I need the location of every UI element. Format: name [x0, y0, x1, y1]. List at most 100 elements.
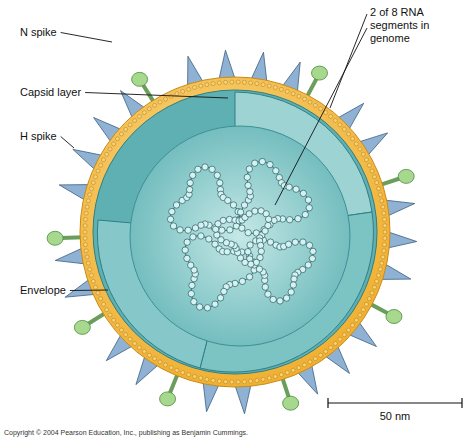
lipid-head: [181, 89, 185, 93]
lipid-head: [187, 87, 191, 91]
lipid-head: [291, 92, 295, 96]
envelope: [80, 77, 390, 387]
lipid-head: [137, 114, 141, 118]
lipid-head: [133, 119, 137, 123]
nucleoprotein-bead: [247, 188, 253, 194]
lipid-head: [380, 261, 384, 265]
nucleoprotein-bead: [286, 184, 292, 190]
lipid-head: [205, 83, 209, 87]
rna-strand: [239, 162, 309, 234]
lipid-head: [358, 313, 362, 317]
nucleoprotein-bead: [290, 282, 296, 288]
rna-strand: [171, 167, 240, 231]
lipid-head: [153, 357, 157, 361]
nucleoprotein-bead: [257, 242, 263, 248]
lipid-head: [88, 267, 92, 271]
nucleoprotein-bead: [185, 227, 191, 233]
lipid-head: [175, 92, 179, 96]
nucleoprotein-bead: [182, 247, 188, 253]
nucleoprotein-bead: [188, 290, 194, 296]
lipid-head: [354, 142, 358, 146]
lipid-head: [319, 353, 323, 357]
nucleoprotein-bead: [305, 262, 311, 268]
lipid-head: [94, 285, 98, 289]
lipid-head: [211, 378, 215, 382]
nucleoprotein-bead: [169, 208, 175, 214]
lipid-head: [358, 147, 362, 151]
rna-strand: [216, 211, 269, 265]
lipid-head: [84, 211, 88, 215]
nucleoprotein-bead: [186, 186, 192, 192]
part-label: Capsid layer: [20, 86, 81, 99]
lipid-head: [377, 187, 381, 191]
part-label: N spike: [20, 26, 57, 39]
nucleoprotein-bead: [190, 172, 196, 178]
lipid-head: [370, 169, 374, 173]
lipid-head: [147, 107, 151, 111]
lipid-head: [142, 111, 146, 115]
lipid-head: [128, 337, 132, 341]
nucleoprotein-bead: [267, 161, 273, 167]
lipid-bilayer: [83, 80, 387, 384]
lipid-head: [169, 366, 173, 370]
nucleoprotein-bead: [291, 276, 297, 282]
lipid-head: [85, 205, 89, 209]
lipid-head: [383, 230, 387, 234]
nucleoprotein-bead: [190, 234, 196, 240]
lipid-head: [380, 199, 384, 203]
n-spike-head: [47, 231, 63, 245]
lipid-head: [351, 137, 355, 141]
nucleoprotein-bead: [305, 197, 311, 203]
lipid-head: [249, 81, 253, 85]
nucleoprotein-bead: [184, 239, 190, 245]
leader-line: [85, 93, 228, 99]
lipid-head: [372, 175, 376, 179]
lipid-head: [158, 360, 162, 364]
scale-label: 50 nm: [380, 410, 411, 423]
lipid-head: [236, 80, 240, 84]
lipid-head: [297, 94, 301, 98]
nucleoprotein-bead: [309, 255, 315, 261]
nucleoprotein-bead: [202, 164, 208, 170]
nucleoprotein-bead: [292, 239, 298, 245]
nucleoprotein-bead: [302, 211, 308, 217]
lipid-head: [382, 217, 386, 221]
lipid-head: [83, 224, 87, 228]
lipid-head: [324, 349, 328, 353]
lipid-head: [84, 243, 88, 247]
n-spike-head: [132, 72, 148, 86]
lipid-head: [249, 379, 253, 383]
lipid-head: [91, 279, 95, 283]
lipid-head: [199, 84, 203, 88]
lipid-head: [224, 80, 228, 84]
copyright-note: Copyright © 2004 Pearson Education, Inc.…: [4, 428, 248, 437]
lipid-head: [137, 346, 141, 350]
lipid-head: [313, 357, 317, 361]
n-spike-head: [386, 310, 402, 324]
lipid-head: [375, 279, 379, 283]
nucleoprotein-bead: [206, 236, 212, 242]
lipid-head: [381, 255, 385, 259]
lipid-head: [279, 87, 283, 91]
lipid-head: [313, 103, 317, 107]
lipid-head: [382, 249, 386, 253]
lipid-head: [91, 181, 95, 185]
lipid-head: [193, 374, 197, 378]
lipid-head: [84, 217, 88, 221]
lipid-head: [88, 193, 92, 197]
nucleoprotein-bead: [245, 249, 251, 255]
lipid-head: [361, 152, 365, 156]
lipid-head: [302, 363, 306, 367]
lipid-head: [308, 100, 312, 104]
nucleoprotein-bead: [262, 284, 268, 290]
nucleoprotein-bead: [246, 166, 252, 172]
nucleoprotein-bead: [219, 227, 225, 233]
lipid-head: [242, 80, 246, 84]
nucleoprotein-bead: [283, 295, 289, 301]
nucleoprotein-bead: [187, 180, 193, 186]
nucleoprotein-bead: [246, 274, 252, 280]
lipid-head: [99, 163, 103, 167]
lipid-head: [83, 236, 87, 240]
lipid-head: [175, 368, 179, 372]
nucleoprotein-bead: [204, 305, 210, 311]
